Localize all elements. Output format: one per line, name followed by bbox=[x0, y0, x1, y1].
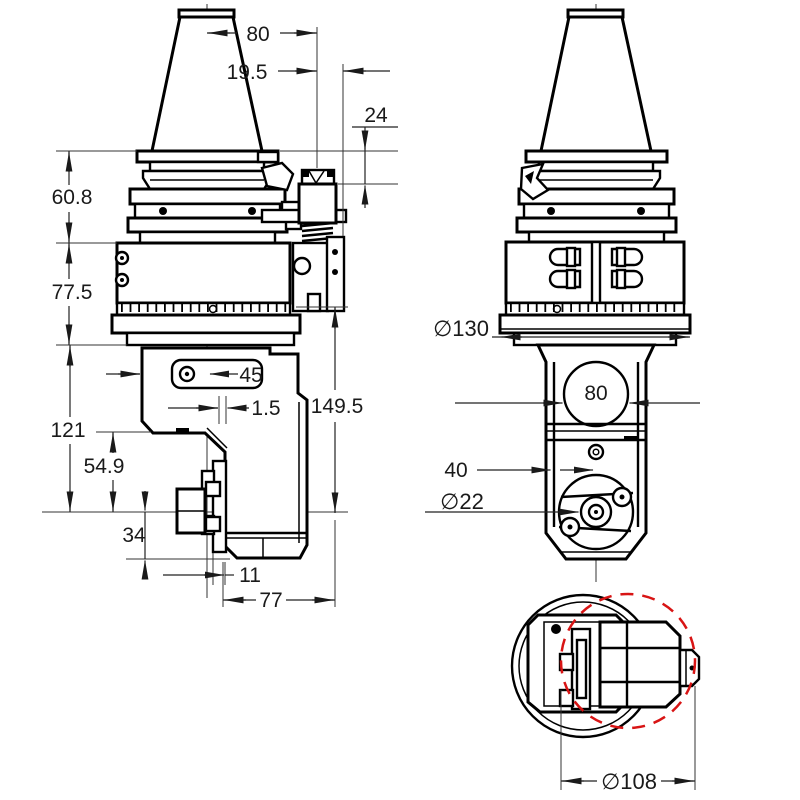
head-body bbox=[140, 346, 309, 560]
dim-spindle-bore: ∅22 bbox=[440, 489, 484, 514]
dim-center-to-block: 80 bbox=[246, 23, 269, 46]
flange-130 bbox=[498, 313, 692, 335]
dim-wall-to-axis: 40 bbox=[444, 459, 467, 482]
dim-block-to-plate: 19.5 bbox=[227, 61, 268, 84]
graduation-scale bbox=[115, 301, 292, 317]
dim-axis-to-bottom: 34 bbox=[122, 524, 146, 547]
dim-swing-diameter: ∅108 bbox=[601, 769, 657, 794]
dim-gauge-to-block-top: 24 bbox=[364, 104, 388, 127]
dim-gauge-to-body: 60.8 bbox=[52, 186, 93, 209]
stop-block bbox=[297, 182, 338, 225]
swing-envelope-circle bbox=[559, 592, 697, 730]
bottom-dimensions: ∅108 bbox=[560, 686, 696, 794]
dim-edge-to-center: 45 bbox=[239, 364, 262, 387]
front-view bbox=[42, 4, 348, 598]
side-dimensions: ∅130 80 40 ∅22 bbox=[425, 316, 700, 516]
body-ring bbox=[115, 241, 292, 305]
dim-head-width: 77 bbox=[259, 589, 282, 612]
dim-nose-step: 11 bbox=[239, 564, 261, 587]
bore-circle bbox=[562, 360, 630, 428]
dim-notch-to-axis: 54.9 bbox=[84, 455, 125, 478]
dim-face-to-axis: 149.5 bbox=[311, 395, 364, 418]
dim-bore-circle: 80 bbox=[584, 382, 607, 405]
front-dimensions: 80 19.5 24 60.8 77.5 bbox=[50, 23, 398, 612]
dim-body-diameter: ∅130 bbox=[433, 316, 489, 341]
dim-step-offset: 1.5 bbox=[251, 397, 280, 420]
side-view bbox=[498, 4, 692, 582]
flange-notch bbox=[519, 162, 550, 201]
dim-body-height: 77.5 bbox=[52, 281, 93, 304]
bottom-view bbox=[510, 592, 701, 739]
dim-body-to-axis: 121 bbox=[50, 419, 85, 442]
